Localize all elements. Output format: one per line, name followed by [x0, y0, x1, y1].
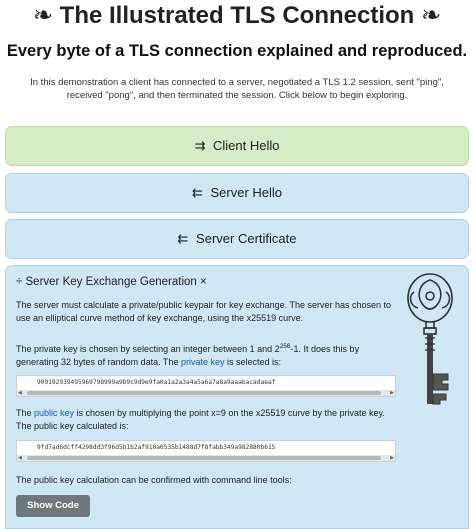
panel-paragraph-2: The private key is chosen by selecting a… — [16, 341, 396, 368]
scroll-right-icon[interactable]: ▶ — [390, 390, 394, 396]
scrollbar-thumb[interactable] — [27, 456, 381, 460]
paragraph-text: The — [16, 408, 35, 418]
public-key-link[interactable]: public key — [34, 408, 75, 418]
record-label: Server Hello — [210, 185, 283, 200]
record-server-certificate[interactable]: ⇇ Server Certificate — [5, 219, 469, 259]
server-arrow-icon: ⇇ — [177, 231, 189, 246]
panel-paragraph-3: The public key is chosen by multiplying … — [16, 407, 396, 432]
paragraph-text: is chosen by multiplying the point x=9 o… — [16, 408, 385, 431]
paragraph-text: The private key is chosen by selecting a… — [16, 344, 280, 354]
record-label: Client Hello — [213, 138, 280, 153]
scroll-left-icon[interactable]: ◀ — [18, 390, 22, 396]
record-client-hello[interactable]: ⇉ Client Hello — [5, 126, 469, 166]
page-subtitle: Every byte of a TLS connection explained… — [6, 42, 468, 60]
exponent: 256 — [279, 343, 291, 350]
panel-heading[interactable]: ÷ Server Key Exchange Generation × — [16, 276, 207, 288]
key-icon — [407, 273, 453, 405]
scrollbar-thumb[interactable] — [27, 391, 381, 395]
client-arrow-icon: ⇉ — [194, 138, 206, 153]
private-key-link[interactable]: private key — [180, 356, 225, 367]
server-arrow-icon: ⇇ — [191, 185, 203, 200]
private-key-codebox[interactable]: 909192939495969798999a9b9c9d9e9fa0a1a2a3… — [16, 375, 396, 397]
private-key-value: 909192939495969798999a9b9c9d9e9fa0a1a2a3… — [37, 379, 276, 386]
paragraph-text: is selected is: — [224, 356, 282, 367]
server-key-exchange-panel: ÷ Server Key Exchange Generation × The s… — [5, 265, 469, 529]
record-server-hello[interactable]: ⇇ Server Hello — [5, 173, 469, 213]
scroll-right-icon[interactable]: ▶ — [390, 455, 394, 461]
panel-paragraph-4: The public key calculation can be confir… — [16, 475, 292, 485]
scroll-left-icon[interactable]: ◀ — [18, 455, 22, 461]
public-key-value: 9fd7ad6dcff4298dd3f96d5b1b2af910a0535b14… — [37, 444, 276, 451]
paragraph-text: -1. It does this by generating 32 bytes … — [16, 344, 360, 367]
show-code-button[interactable]: Show Code — [16, 495, 90, 517]
page-title: ❧ The Illustrated TLS Connection ❧ — [32, 2, 442, 29]
public-key-codebox[interactable]: 9fd7ad6dcff4298dd3f96d5b1b2af910a0535b14… — [16, 440, 396, 462]
panel-paragraph-1: The server must calculate a private/publ… — [16, 300, 392, 323]
intro-text: In this demonstration a client has conne… — [30, 77, 444, 101]
record-label: Server Certificate — [196, 231, 297, 246]
